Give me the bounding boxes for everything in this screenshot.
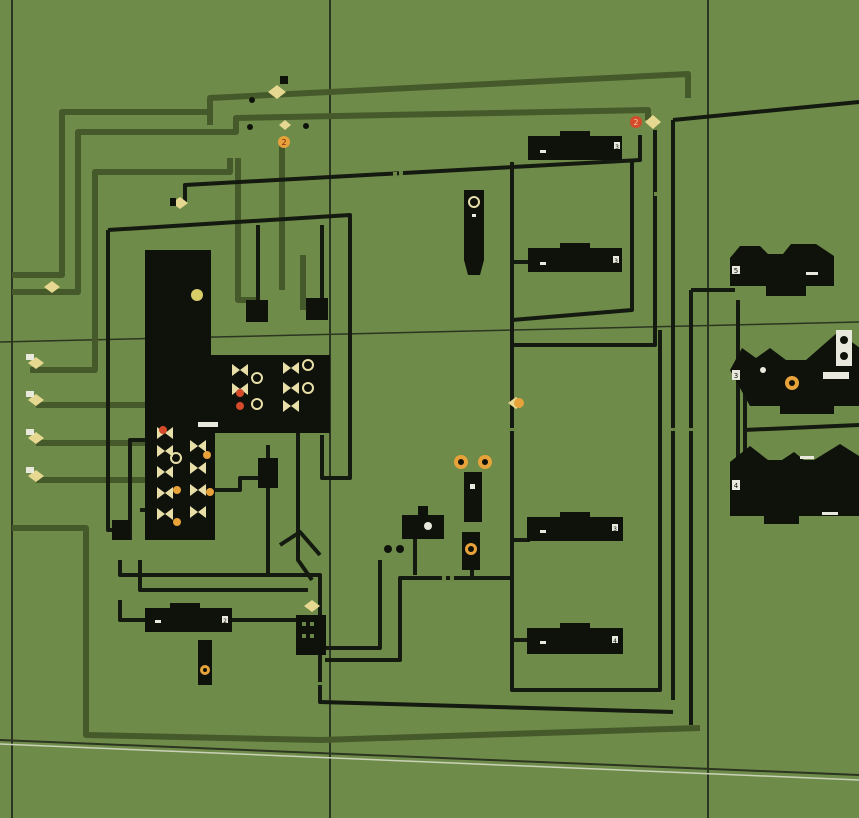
vertical-column-top xyxy=(464,190,484,275)
lamp-right-symbol: 2 xyxy=(633,118,638,127)
tank-left-low-number: 2 xyxy=(223,618,227,625)
building-4-number: 4 xyxy=(734,482,739,490)
tank-upper-mid-number: 3 xyxy=(614,258,618,265)
process-unit-b xyxy=(306,298,328,320)
label-plate-main xyxy=(198,422,218,427)
building-5-number: 5 xyxy=(734,267,738,275)
process-unit-c xyxy=(258,458,278,488)
building-4: 4 xyxy=(730,444,859,524)
small-vessel-left-low xyxy=(198,640,212,685)
indicator-lamp-yellow xyxy=(191,289,203,301)
tank-bottom-number: 4 xyxy=(613,638,617,645)
lamp-top-symbol: 2 xyxy=(281,138,286,147)
process-unit-a xyxy=(246,300,268,322)
tank-lower-mid-number: 3 xyxy=(613,526,617,533)
control-box-center xyxy=(296,615,326,655)
building-3-number: 3 xyxy=(734,372,738,380)
tank-top-number: 3 xyxy=(615,144,619,151)
process-unit-d xyxy=(112,520,130,540)
